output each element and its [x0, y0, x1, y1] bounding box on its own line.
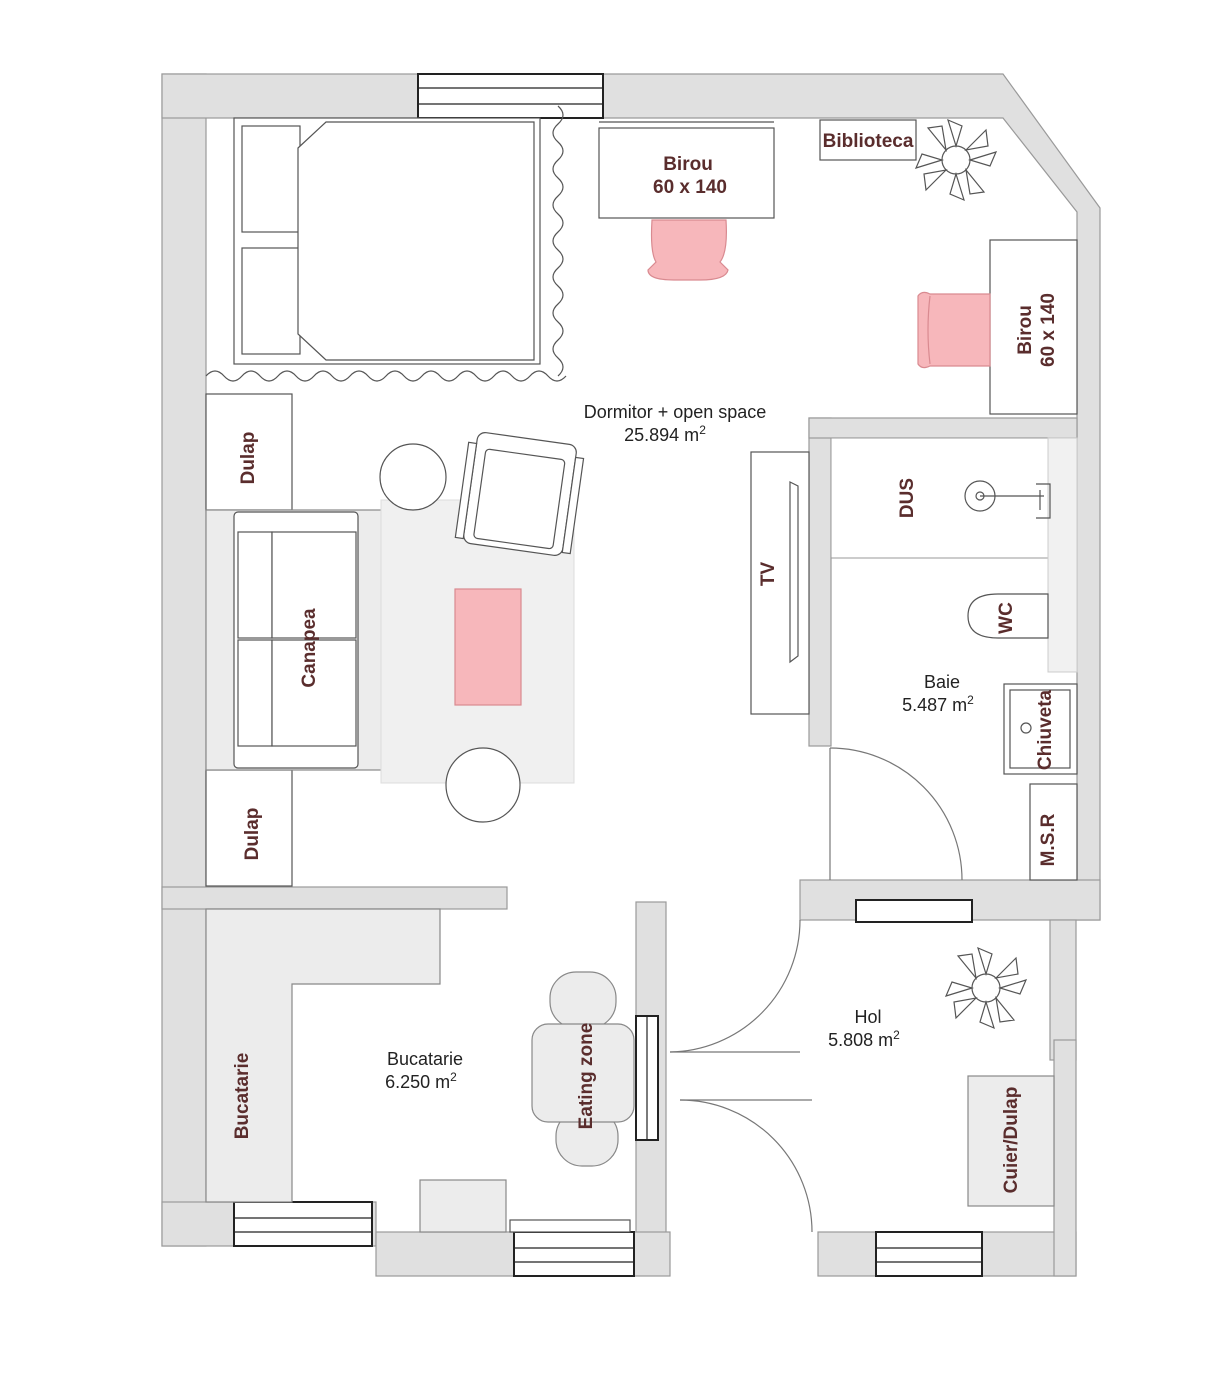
- kitchen-counter: [205, 908, 441, 1203]
- room-dormitor-name: Dormitor + open space: [584, 402, 767, 422]
- room-baie-name: Baie: [924, 672, 960, 692]
- chair-right: [917, 291, 991, 369]
- bath-niche: [1047, 437, 1078, 673]
- coat-rack: [967, 1075, 1055, 1207]
- wall-bath-top: [808, 417, 1078, 439]
- bed: [233, 117, 541, 365]
- kitchen-counter-label: Bucatarie: [232, 1053, 253, 1140]
- eating-zone-label: Eating zone: [576, 1023, 597, 1130]
- window-hall-bottom: [875, 1231, 983, 1277]
- room-hol-name: Hol: [854, 1007, 881, 1027]
- room-baie-area: 5.487 m2: [902, 693, 974, 715]
- window-kitchen-bottom: [513, 1231, 635, 1277]
- wall-hall-right: [1053, 1039, 1077, 1277]
- wardrobe-top: [205, 393, 293, 511]
- shower-area: [830, 437, 1078, 559]
- bed-blanket: [297, 121, 535, 361]
- coat-rack-label: Cuier/Dulap: [1001, 1087, 1022, 1194]
- pillow: [241, 247, 301, 355]
- sofa: [205, 509, 383, 771]
- shower-label: DUS: [897, 478, 918, 518]
- desk-top: [598, 127, 775, 219]
- desk-right-size: 60 x 140: [1038, 293, 1059, 367]
- wall-bath-left: [808, 417, 832, 747]
- sink-label: Chiuveta: [1035, 689, 1056, 770]
- shower-head-icon: [964, 480, 1051, 519]
- sofa-label: Canapea: [299, 608, 320, 688]
- door-hall-lower: [679, 1099, 813, 1233]
- sink: [1003, 683, 1078, 775]
- pillow: [241, 125, 301, 233]
- room-bucatarie-area: 6.250 m2: [385, 1070, 457, 1092]
- windows: [233, 73, 983, 1277]
- wall-kitchen-top: [161, 886, 508, 910]
- side-table-bottom: [445, 747, 521, 823]
- kitchen-cabinet: [419, 1179, 507, 1233]
- rug-wavy: [205, 105, 567, 382]
- wall-top-left: [161, 73, 419, 119]
- wardrobe-bottom-label: Dulap: [242, 808, 263, 861]
- wardrobe-bottom: [205, 769, 293, 887]
- plant-hall-icon: [944, 946, 1028, 1030]
- wardrobe-top-label: Dulap: [238, 432, 259, 485]
- tv-unit: [750, 451, 810, 715]
- door-hall-upper: [669, 919, 801, 1053]
- eating-table: [531, 971, 635, 1167]
- washing-machine-label: M.S.R: [1038, 813, 1059, 866]
- tv-screen: [789, 481, 799, 664]
- room-dormitor-area: 25.894 m2: [624, 423, 706, 445]
- room-bucatarie-name: Bucatarie: [387, 1049, 463, 1069]
- wall-left: [161, 73, 207, 1247]
- chair-top: [647, 219, 729, 281]
- wall-hall-right-top: [1049, 919, 1077, 1061]
- coffee-table: [454, 588, 522, 706]
- doors: [669, 747, 963, 1233]
- bookshelf: [819, 119, 917, 161]
- desk-top-name: Birou: [663, 154, 713, 175]
- desk-top-size: 60 x 140: [653, 177, 727, 198]
- room-hol-area: 5.808 m2: [828, 1028, 900, 1050]
- washing-machine: [1029, 783, 1078, 881]
- bookshelf-label: Biblioteca: [823, 131, 914, 152]
- tv-label: TV: [758, 562, 779, 587]
- toilet: [967, 593, 1049, 639]
- plant-top-icon: [914, 118, 998, 202]
- desk-right-name: Birou: [1015, 305, 1036, 355]
- window-top: [417, 73, 604, 119]
- window-bath: [855, 899, 973, 923]
- armchair: [454, 432, 585, 556]
- door-bath: [829, 747, 963, 881]
- side-table-top: [379, 443, 447, 511]
- radiator: [509, 1219, 631, 1233]
- window-kitchen-left: [233, 1201, 373, 1247]
- desk-right: [989, 239, 1078, 415]
- toilet-label: WC: [996, 602, 1017, 634]
